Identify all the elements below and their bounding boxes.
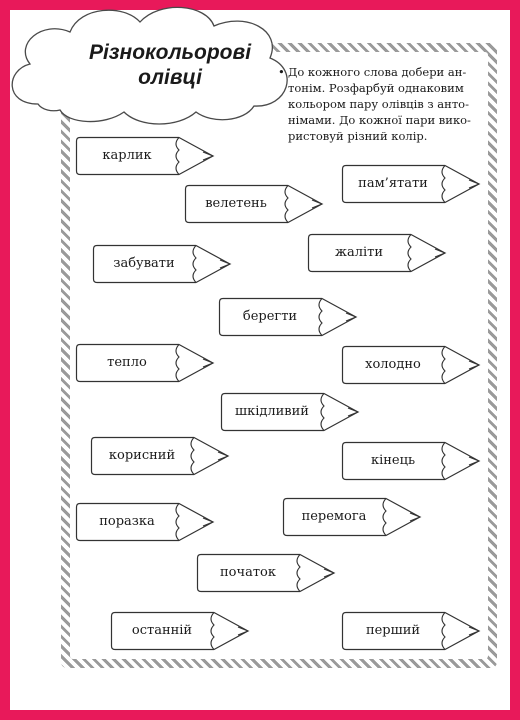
pencil-word: тепло — [107, 355, 147, 370]
pencil-word: кінець — [370, 453, 416, 468]
pencil-kholodno[interactable]: холодно — [341, 345, 481, 385]
pencil-pochatok[interactable]: початок — [196, 553, 336, 593]
pencil-word: забувати — [113, 256, 175, 271]
pencil-teplo[interactable]: тепло — [75, 343, 215, 383]
title-line-1: Різнокольорові — [88, 41, 252, 64]
title-cloud — [11, 6, 288, 125]
pencil-shkidlyvyi[interactable]: шкідливий — [220, 392, 360, 432]
pencil-outline — [218, 297, 358, 337]
pencil-outline — [282, 497, 422, 537]
pencil-zabuvaty[interactable]: забувати — [92, 244, 232, 284]
pencil-outline — [92, 244, 232, 284]
instruction-line-3: кольором пару олівців з анто- — [288, 97, 469, 111]
pencil-outline — [75, 343, 215, 383]
pencil-korysnyi[interactable]: корисний — [90, 436, 230, 476]
instruction-line-1: До кожного слова добери ан- — [288, 65, 467, 79]
pencil-karlyk[interactable]: карлик — [75, 136, 215, 176]
pencil-outline — [307, 233, 447, 273]
pencil-pershyi[interactable]: перший — [341, 611, 481, 651]
pencil-word: корисний — [108, 448, 176, 463]
pencil-outline — [184, 184, 324, 224]
pencil-outline — [341, 611, 481, 651]
bullet-point: • — [278, 65, 285, 79]
page-title: Різнокольорові олівці — [70, 40, 270, 90]
pencil-peremoha[interactable]: перемога — [282, 497, 422, 537]
pencil-outline — [90, 436, 230, 476]
pencil-word: перший — [365, 623, 421, 638]
pencil-veleten[interactable]: велетень — [184, 184, 324, 224]
instruction-line-2: тонім. Розфарбуй однаковим — [288, 81, 464, 95]
pencil-outline — [75, 136, 215, 176]
pencil-word: пам’ятати — [358, 176, 428, 191]
pencil-word: шкідливий — [235, 404, 309, 419]
pencil-word: початок — [220, 565, 276, 580]
title-line-2: олівці — [138, 66, 202, 89]
pencil-word: карлик — [102, 148, 152, 163]
pencil-outline — [196, 553, 336, 593]
pencil-word: поразка — [99, 514, 155, 529]
instruction-line-5: ристовуй різний колір. — [288, 129, 428, 143]
pencil-outline — [220, 392, 360, 432]
pencil-outline — [341, 164, 481, 204]
pencil-outline — [341, 441, 481, 481]
pencil-word: жаліти — [335, 245, 383, 260]
instruction-line-4: німами. До кожної пари вико- — [288, 113, 471, 127]
pencil-porazka[interactable]: поразка — [75, 502, 215, 542]
pencil-outline — [110, 611, 250, 651]
pencil-kinets[interactable]: кінець — [341, 441, 481, 481]
pencil-word: берегти — [242, 309, 298, 324]
pencil-zhality[interactable]: жаліти — [307, 233, 447, 273]
pencil-berehty[interactable]: берегти — [218, 297, 358, 337]
pencil-outline — [75, 502, 215, 542]
pencil-word: холодно — [365, 357, 421, 372]
instruction-text: • До кожного слова добери ан- тонім. Роз… — [278, 64, 474, 144]
pencil-ostannii[interactable]: останній — [110, 611, 250, 651]
pencil-word: велетень — [205, 196, 267, 211]
pencil-outline — [341, 345, 481, 385]
pencil-word: перемога — [301, 509, 367, 524]
pencil-word: останній — [131, 623, 193, 638]
pencil-pamiataty[interactable]: пам’ятати — [341, 164, 481, 204]
